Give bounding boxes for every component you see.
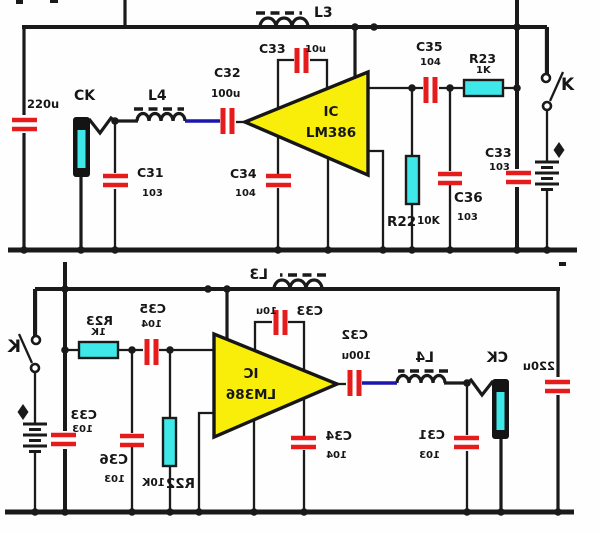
mic-ck-label: CK bbox=[74, 88, 96, 104]
cap-c36-value: 103 bbox=[457, 212, 478, 223]
cap-c33-supply bbox=[51, 435, 76, 444]
resistor-r23 bbox=[79, 342, 118, 358]
circuit-bottom-mirrored: 220u CK L4 C31 103 C32 100u C33 10u L3 C… bbox=[5, 262, 574, 516]
cap-c33-feedback-value: 10u bbox=[256, 306, 277, 317]
ic-part-number: LM386 bbox=[306, 125, 356, 141]
cap-c35-label: C35 bbox=[139, 301, 166, 316]
resistor-r23-value: 1K bbox=[476, 65, 492, 76]
cap-c32 bbox=[350, 370, 359, 396]
cap-220u-label: 220u bbox=[27, 97, 59, 111]
cap-220u-label: 220u bbox=[523, 359, 555, 373]
cap-c31-label: C31 bbox=[137, 165, 164, 180]
cap-c32-value: 100u bbox=[211, 88, 240, 100]
cap-c34 bbox=[291, 438, 316, 447]
cap-c35 bbox=[426, 77, 435, 103]
mic-ck-stripe bbox=[497, 392, 505, 430]
cap-c31 bbox=[454, 438, 479, 447]
ic-designator: IC bbox=[243, 366, 258, 382]
cap-c32-value: 100u bbox=[342, 350, 371, 362]
cap-c32-label: C32 bbox=[214, 65, 241, 80]
cap-c33-supply-label: C33 bbox=[70, 407, 97, 422]
switch-contact-top bbox=[542, 74, 550, 82]
battery-plus-diamond bbox=[18, 404, 29, 420]
inductor-l4-coil bbox=[397, 376, 445, 384]
cap-c31-value: 103 bbox=[142, 188, 163, 199]
ic-designator: IC bbox=[324, 104, 339, 120]
mic-ck-label: CK bbox=[486, 350, 508, 366]
cap-c32 bbox=[223, 108, 232, 134]
cap-c35-value: 104 bbox=[141, 319, 162, 330]
resistor-r22 bbox=[163, 418, 176, 466]
resistor-r22 bbox=[406, 156, 419, 204]
switch-k-label: K bbox=[7, 337, 21, 357]
scan-artifact-mark bbox=[16, 0, 23, 4]
cap-c33-supply-label: C33 bbox=[485, 145, 512, 160]
battery-cells bbox=[535, 162, 559, 190]
bypass-pin-wire bbox=[199, 413, 213, 512]
resistor-r22-value: 10K bbox=[141, 477, 165, 489]
cap-c35-label: C35 bbox=[416, 39, 443, 54]
switch-contact-top bbox=[32, 336, 40, 344]
ic-lm386-triangle bbox=[245, 72, 368, 175]
cap-c36-value: 103 bbox=[104, 474, 125, 485]
cap-c34-value: 104 bbox=[326, 450, 347, 461]
resistor-r23-value: 1K bbox=[90, 327, 106, 338]
cap-c33-supply-value: 103 bbox=[489, 162, 510, 173]
resistor-r22-value: 10K bbox=[417, 215, 441, 227]
cap-c34 bbox=[266, 176, 291, 185]
cap-c35 bbox=[147, 339, 156, 365]
cap-c32-label: C32 bbox=[341, 327, 368, 342]
cap-c33-feedback-label: C33 bbox=[296, 303, 323, 318]
bypass-pin-wire bbox=[369, 151, 383, 250]
resistor-r23-label: R23 bbox=[469, 51, 496, 66]
cap-c35-value: 104 bbox=[420, 57, 441, 68]
cap-c34-label: C34 bbox=[325, 428, 352, 443]
inductor-l4-label: L4 bbox=[148, 88, 167, 104]
mic-ck-stripe bbox=[78, 130, 86, 168]
cap-220u bbox=[12, 120, 37, 129]
inductor-l4-label: L4 bbox=[415, 350, 434, 366]
cap-c36-label: C36 bbox=[454, 190, 483, 206]
cap-c36 bbox=[120, 436, 144, 445]
resistor-r22-label: R22 bbox=[166, 476, 195, 492]
cap-c36 bbox=[438, 174, 462, 183]
cap-220u bbox=[545, 382, 570, 391]
cap-c33-feedback-label: C33 bbox=[259, 41, 286, 56]
cap-c33-supply-value: 103 bbox=[72, 424, 93, 435]
inductor-l3-label: L3 bbox=[314, 5, 333, 21]
circuit-top: 220u CK L4 C31 103 C32 100u C33 10u L3 C… bbox=[8, 0, 577, 254]
scan-artifact-mark-2 bbox=[50, 0, 58, 3]
inductor-l4-coil bbox=[137, 114, 185, 121]
cap-c31-label: C31 bbox=[418, 427, 445, 442]
switch-contact-bottom bbox=[543, 102, 551, 110]
cap-c34-label: C34 bbox=[230, 166, 257, 181]
cap-c31 bbox=[103, 176, 128, 185]
cap-c33-supply bbox=[506, 173, 531, 182]
cap-c36-label: C36 bbox=[99, 452, 128, 468]
switch-k-label: K bbox=[561, 75, 575, 95]
resistor-r23-label: R23 bbox=[86, 313, 113, 328]
resistor-r22-label: R22 bbox=[387, 214, 416, 230]
cap-c31-value: 103 bbox=[419, 450, 440, 461]
battery-cells bbox=[23, 424, 47, 452]
ic-part-number: LM386 bbox=[226, 387, 276, 403]
switch-contact-bottom bbox=[31, 364, 39, 372]
cap-c34-value: 104 bbox=[235, 188, 256, 199]
scan-artifact-mark bbox=[559, 262, 566, 266]
cap-c33-feedback-value: 10u bbox=[305, 44, 326, 55]
battery-plus-diamond bbox=[554, 142, 565, 158]
ic-lm386-triangle bbox=[214, 334, 337, 437]
resistor-r23 bbox=[464, 80, 503, 96]
inductor-l3-label: L3 bbox=[249, 267, 268, 283]
